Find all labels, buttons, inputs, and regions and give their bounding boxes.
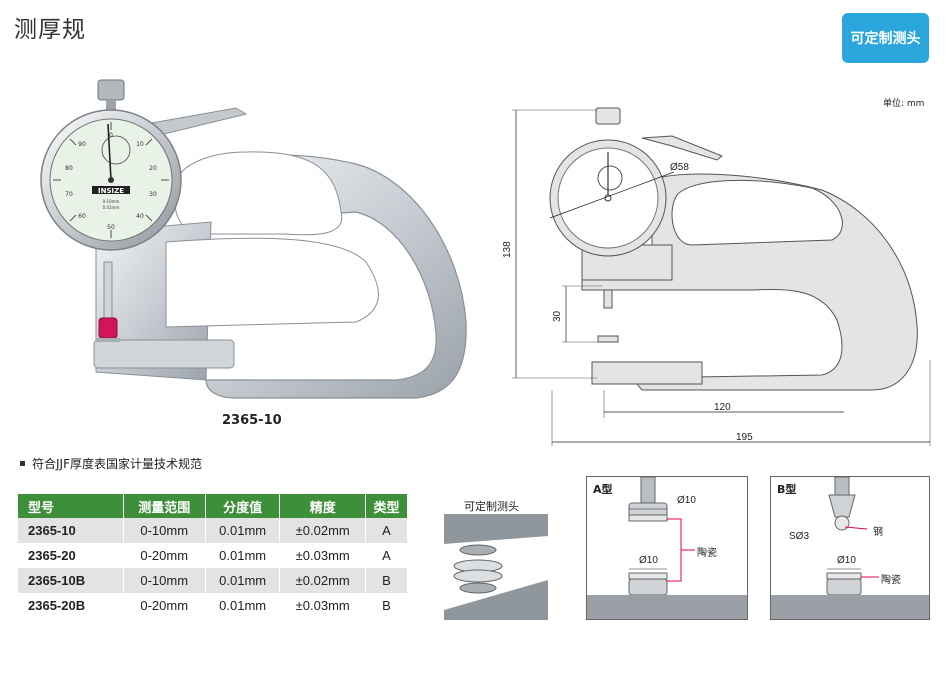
dimension-drawing: 138 30 Ø58 120 195 <box>502 107 931 446</box>
cell-graduation: 0.01mm <box>205 593 281 618</box>
custom-head-badge[interactable]: 可定制测头 <box>842 13 929 63</box>
standard-note-text: 符合JJF厚度表国家计量技术规范 <box>32 457 202 471</box>
cell-model: 2365-10B <box>18 568 124 593</box>
cell-accuracy: ±0.03mm <box>279 543 367 568</box>
cell-range: 0-10mm <box>123 568 206 593</box>
table-header-row: 型号 测量范围 分度值 精度 类型 <box>18 494 408 518</box>
cell-model: 2365-20B <box>18 593 124 618</box>
type-b-ball: SØ3 <box>789 531 810 542</box>
cell-range: 0-20mm <box>123 543 206 568</box>
cell-graduation: 0.01mm <box>205 518 281 543</box>
dial-number: 60 <box>78 213 86 220</box>
dial-number: 20 <box>149 165 157 172</box>
standard-note: 符合JJF厚度表国家计量技术规范 <box>20 455 202 472</box>
cell-model: 2365-10 <box>18 518 124 543</box>
page-title: 测厚规 <box>14 17 86 43</box>
col-model: 型号 <box>18 494 124 518</box>
col-accuracy: 精度 <box>279 494 367 518</box>
dial-number: 90 <box>78 141 86 148</box>
dim-diameter: Ø58 <box>670 162 689 173</box>
dial-brand: INSIZE <box>98 187 124 195</box>
col-graduation: 分度值 <box>205 494 281 518</box>
custom-head-photo <box>444 514 548 620</box>
type-a-title: A型 <box>593 483 613 496</box>
dim-length: 195 <box>736 432 753 443</box>
cell-type: A <box>365 543 408 568</box>
dial-number: 40 <box>136 213 144 220</box>
type-b-title: B型 <box>777 483 797 496</box>
dial-number: 0 <box>109 132 113 139</box>
dial-range: 0-10mm <box>103 199 120 204</box>
dim-depth: 120 <box>714 402 731 413</box>
type-a-panel: A型 Ø10 Ø10 陶瓷 <box>586 476 748 620</box>
product-photo: INSIZE 0-10mm 0.01mm 0 10 20 30 40 50 60… <box>40 79 467 399</box>
spec-table: 型号 测量范围 分度值 精度 类型 2365-10 0-10mm 0.01mm … <box>18 494 408 618</box>
type-b-material: 陶瓷 <box>881 575 901 586</box>
table-row: 2365-10B 0-10mm 0.01mm ±0.02mm B <box>18 568 408 593</box>
table-row: 2365-10 0-10mm 0.01mm ±0.02mm A <box>18 518 408 543</box>
col-type: 类型 <box>365 494 408 518</box>
type-b-panel: B型 SØ3 钢 Ø10 陶瓷 <box>770 476 930 620</box>
bullet-icon <box>20 461 25 466</box>
col-range: 测量范围 <box>123 494 206 518</box>
type-a-top-dia: Ø10 <box>677 495 696 506</box>
type-a-bottom-dia: Ø10 <box>639 555 658 566</box>
dial-number: 70 <box>65 191 73 198</box>
dial-number: 10 <box>136 141 144 148</box>
cell-type: B <box>365 593 408 618</box>
dim-height: 138 <box>502 241 513 258</box>
dim-gap: 30 <box>552 310 563 322</box>
photo-caption: 2365-10 <box>222 413 282 428</box>
cell-type: A <box>365 518 408 543</box>
dial-graduation: 0.01mm <box>103 205 120 210</box>
unit-label: 单位: mm <box>883 99 925 109</box>
dial-number: 30 <box>149 191 157 198</box>
cell-graduation: 0.01mm <box>205 568 281 593</box>
type-b-steel: 钢 <box>873 527 883 538</box>
table-row: 2365-20 0-20mm 0.01mm ±0.03mm A <box>18 543 408 568</box>
cell-type: B <box>365 568 408 593</box>
dial-number: 80 <box>65 165 73 172</box>
type-b-bottom-dia: Ø10 <box>837 555 856 566</box>
table-row: 2365-20B 0-20mm 0.01mm ±0.03mm B <box>18 593 408 618</box>
dial-number: 50 <box>107 224 115 231</box>
cell-accuracy: ±0.02mm <box>279 518 367 543</box>
cell-range: 0-20mm <box>123 593 206 618</box>
cell-accuracy: ±0.02mm <box>279 568 367 593</box>
cell-accuracy: ±0.03mm <box>279 593 367 618</box>
type-a-material: 陶瓷 <box>697 548 717 559</box>
cell-range: 0-10mm <box>123 518 206 543</box>
custom-head-title: 可定制测头 <box>464 500 519 513</box>
cell-graduation: 0.01mm <box>205 543 281 568</box>
cell-model: 2365-20 <box>18 543 124 568</box>
